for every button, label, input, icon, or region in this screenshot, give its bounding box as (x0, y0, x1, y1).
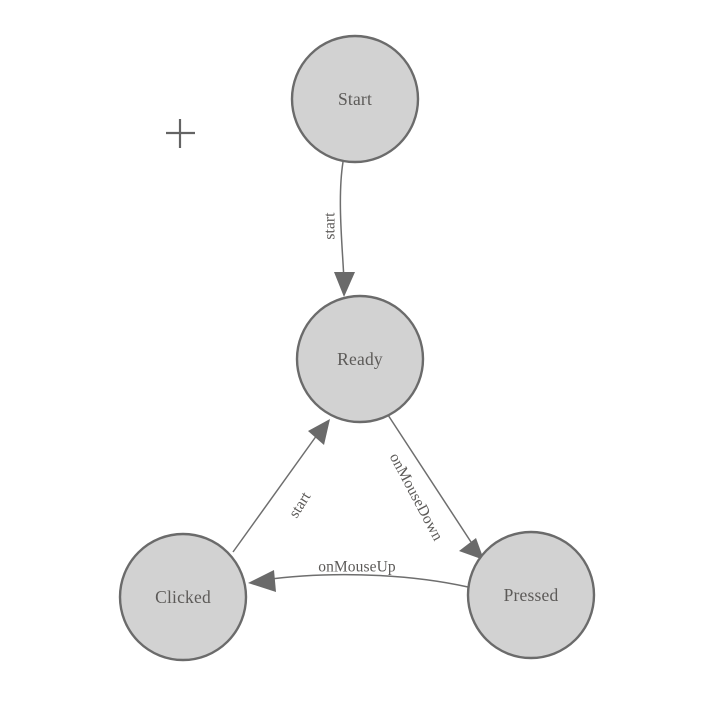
edge-label-start-to-ready: start (322, 212, 339, 240)
edge-pressed-to-clicked[interactable] (248, 570, 469, 592)
edge-ready-to-pressed[interactable] (387, 414, 484, 560)
crosshair-icon (166, 119, 195, 148)
edge-ready-to-pressed-path (387, 414, 472, 543)
edge-start-to-ready[interactable] (334, 161, 355, 297)
node-pressed-label: Pressed (504, 585, 559, 605)
edge-start-to-ready-path (339, 161, 345, 283)
node-ready-circle (295, 294, 425, 424)
edge-ready-to-pressed-arrowhead (459, 538, 484, 560)
edge-pressed-to-clicked-arrowhead (248, 570, 276, 592)
node-clicked[interactable]: Clicked (118, 532, 248, 662)
edge-pressed-to-clicked-path (263, 573, 469, 588)
node-start[interactable]: Start (290, 34, 420, 164)
edge-label-pressed-to-clicked: onMouseUp (318, 559, 396, 576)
edge-label-ready-to-pressed: onMouseDown (386, 450, 446, 543)
edge-clicked-to-ready-path (232, 434, 318, 553)
edge-start-to-ready-arrowhead (334, 272, 355, 297)
node-start-label: Start (338, 89, 372, 109)
node-pressed[interactable]: Pressed (466, 530, 596, 660)
edge-clicked-to-ready-arrowhead (308, 419, 330, 445)
edge-clicked-to-ready[interactable] (232, 419, 330, 553)
edge-label-clicked-to-ready: start (286, 488, 315, 521)
node-start-circle (290, 34, 420, 164)
node-clicked-circle (118, 532, 248, 662)
node-ready[interactable]: Ready (295, 294, 425, 424)
node-clicked-label: Clicked (155, 587, 211, 607)
node-ready-label: Ready (337, 349, 383, 369)
node-pressed-circle (466, 530, 596, 660)
